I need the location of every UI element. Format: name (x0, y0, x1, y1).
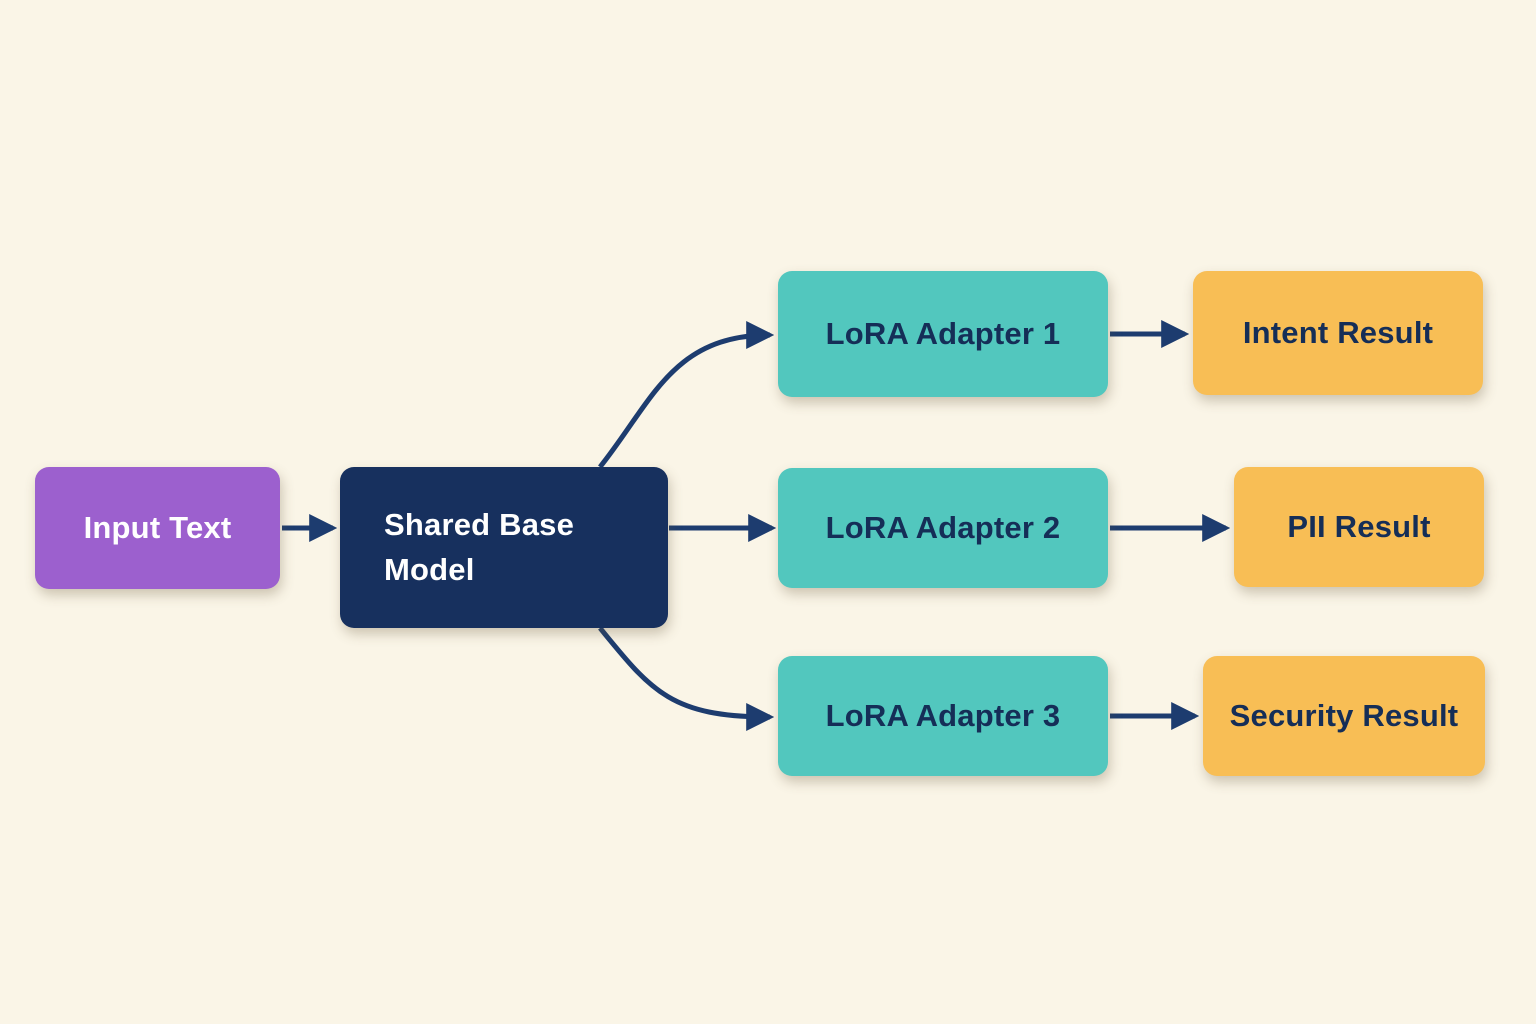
node-security-result-label: Security Result (1229, 697, 1459, 733)
node-shared-base-model: Shared Base Model (340, 467, 668, 628)
node-security-result: Security Result (1203, 656, 1485, 776)
edge-shared-to-adapter3 (598, 626, 775, 731)
node-intent-result-label: Intent Result (1242, 314, 1434, 350)
node-shared-base-model-label: Shared Base Model (384, 507, 575, 587)
node-lora-adapter-2: LoRA Adapter 2 (778, 468, 1108, 588)
node-input-text: Input Text (35, 467, 280, 589)
node-intent-result: Intent Result (1193, 271, 1483, 395)
node-lora-adapter-1: LoRA Adapter 1 (778, 271, 1108, 397)
node-input-text-label: Input Text (83, 509, 232, 545)
node-lora-adapter-3-label: LoRA Adapter 3 (825, 697, 1061, 733)
node-pii-result-label: PII Result (1287, 508, 1431, 544)
node-lora-adapter-3: LoRA Adapter 3 (778, 656, 1108, 776)
node-pii-result: PII Result (1234, 467, 1484, 587)
node-lora-adapter-1-label: LoRA Adapter 1 (825, 315, 1061, 351)
edge-shared-to-adapter1 (598, 321, 775, 469)
node-lora-adapter-2-label: LoRA Adapter 2 (825, 509, 1061, 545)
